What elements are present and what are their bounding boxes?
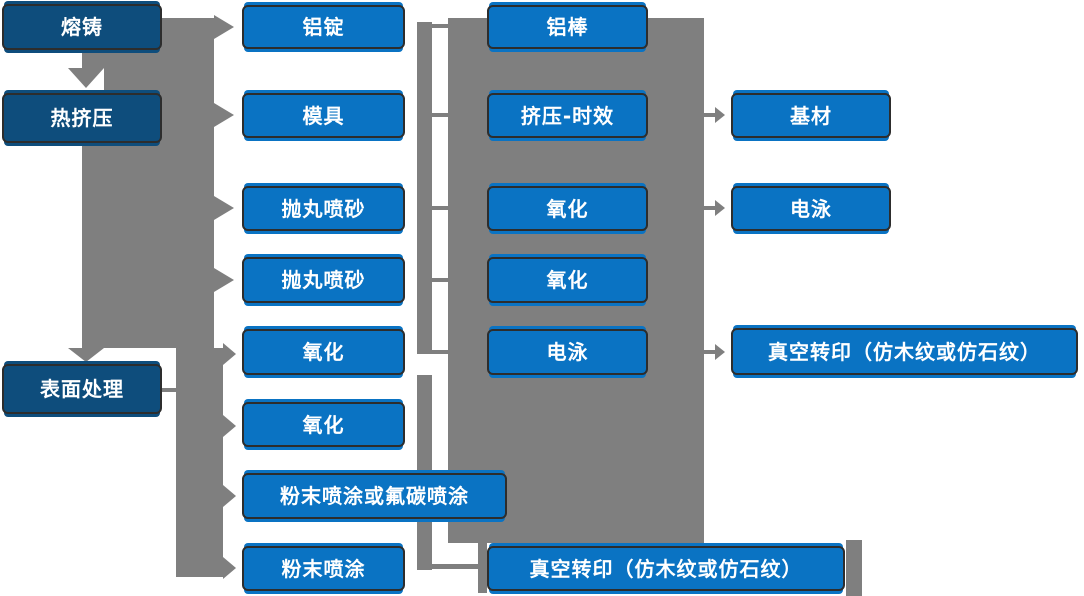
connector-stub-row5 [432, 350, 448, 354]
node-electrophoresis-1: 电泳 [487, 329, 648, 375]
node-powder-coating: 粉末喷涂 [242, 546, 405, 591]
connector-band-left [82, 18, 214, 348]
arrow-down-to-surface-treatment-icon [68, 348, 104, 362]
connector-surface-link [162, 388, 176, 392]
node-vacuum-transfer-print-1: 真空转印（仿木纹或仿石纹） [487, 546, 845, 591]
arrow-down-to-hot-extrusion-icon [68, 68, 104, 88]
connector-sliver-left [478, 540, 487, 593]
node-mold: 模具 [242, 93, 405, 138]
node-surface-treatment: 表面处理 [2, 364, 162, 414]
arrow-right-to-oxidation-1-icon [223, 343, 236, 365]
node-aluminum-rod: 铝棒 [487, 5, 648, 49]
connector-band-surface [176, 348, 223, 577]
node-electrophoresis-2: 电泳 [731, 186, 891, 231]
arrow-right-to-powder-coating-icon [223, 557, 236, 579]
arrow-right-to-electrophoresis-2-icon [715, 200, 725, 216]
connector-stub-row3 [432, 206, 448, 210]
arrow-right-to-oxidation-2-icon [223, 415, 236, 437]
node-melt-casting: 熔铸 [2, 4, 162, 50]
arrow-right-to-mold-icon [214, 103, 234, 127]
arrow-right-to-vacuum-transfer-2-icon [715, 344, 725, 360]
arrow-shaft-to-electrophoresis-2 [704, 206, 715, 210]
node-oxidation-3: 氧化 [487, 186, 648, 231]
connector-stub-row2 [432, 113, 448, 117]
node-shot-blast-sandblast-1: 抛丸喷砂 [242, 186, 405, 231]
arrow-shaft-to-vacuum-transfer-2 [704, 350, 715, 354]
connector-stub-row8 [432, 564, 487, 569]
connector-sliver-right [846, 540, 862, 596]
connector-stub-row1 [432, 24, 448, 28]
connector-bar-middle-top [417, 22, 432, 354]
node-hot-extrusion: 热挤压 [2, 93, 162, 143]
node-base-material: 基材 [731, 93, 891, 138]
node-powder-or-fluorocarbon-coating: 粉末喷涂或氟碳喷涂 [242, 473, 507, 519]
arrow-right-to-shot-blast-1-icon [214, 196, 234, 220]
node-extrusion-aging: 挤压-时效 [487, 93, 648, 138]
node-oxidation-1: 氧化 [242, 329, 405, 375]
arrow-right-to-shot-blast-2-icon [214, 268, 234, 292]
arrow-right-to-powder-fluorocarbon-icon [223, 485, 236, 507]
node-oxidation-2: 氧化 [242, 402, 405, 447]
arrow-shaft-to-base-material [704, 113, 715, 117]
connector-stub-row4 [432, 278, 448, 282]
arrow-right-to-base-material-icon [715, 107, 725, 123]
node-vacuum-transfer-print-2: 真空转印（仿木纹或仿石纹） [731, 328, 1078, 375]
node-aluminum-ingot: 铝锭 [242, 5, 405, 49]
node-oxidation-4: 氧化 [487, 257, 648, 303]
arrow-right-to-aluminum-ingot-icon [214, 15, 234, 39]
node-shot-blast-sandblast-2: 抛丸喷砂 [242, 257, 405, 303]
connector-bar-middle-bottom [417, 375, 432, 570]
